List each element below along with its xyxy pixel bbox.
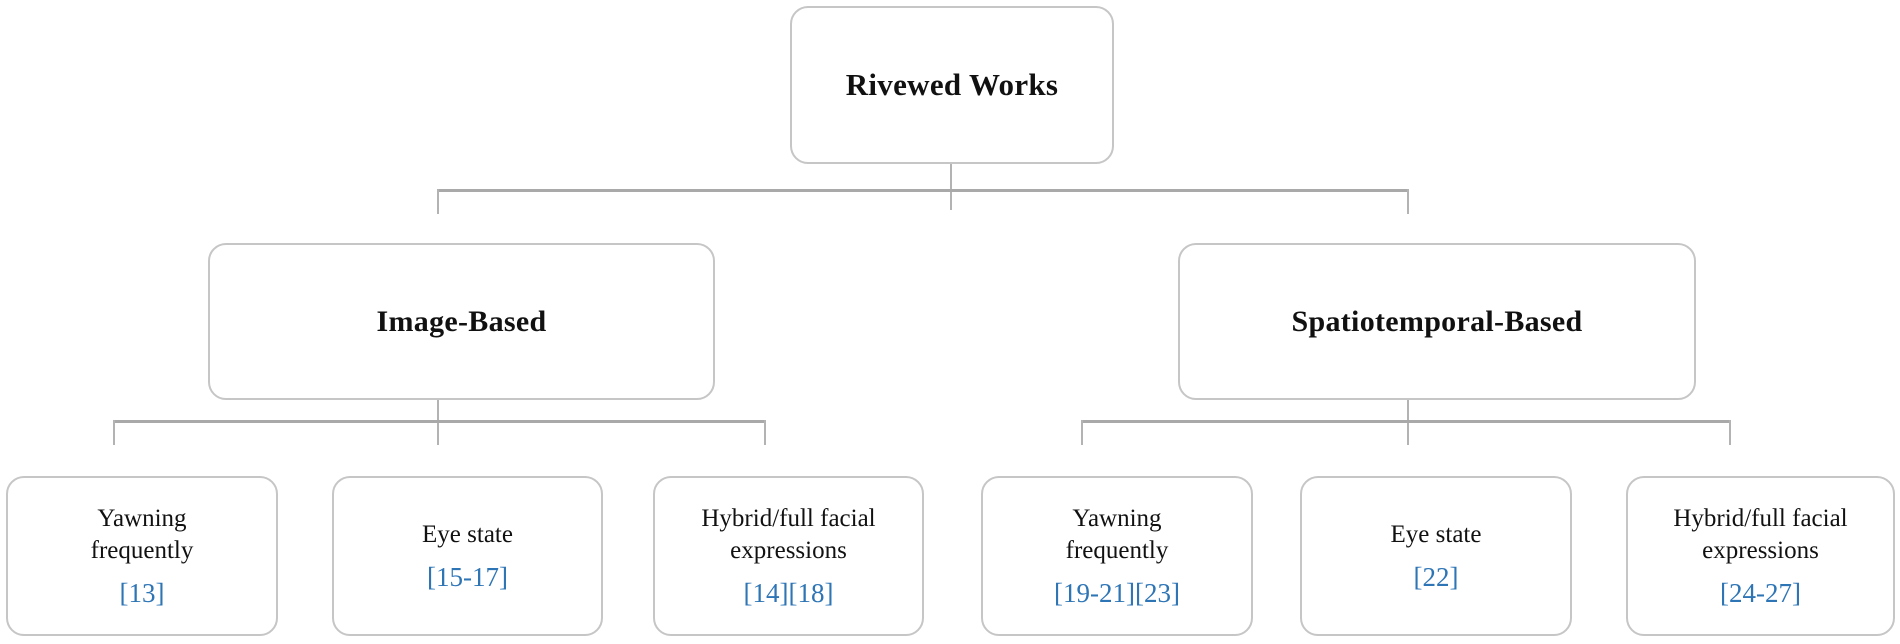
node-spatio-eye-state-label: Eye state bbox=[1390, 520, 1482, 548]
node-spatiotemporal-based-label: Spatiotemporal-Based bbox=[1291, 304, 1583, 338]
node-reviewed-works: Rivewed Works bbox=[790, 6, 1114, 164]
citation-image-yawning: [13] bbox=[119, 577, 165, 608]
citation-spatio-eye-state: [22] bbox=[1413, 562, 1459, 593]
node-image-based: Image-Based bbox=[208, 243, 715, 400]
connector-drop-image-hybrid bbox=[764, 420, 766, 445]
connector-level1-horizontal bbox=[437, 189, 1409, 192]
node-spatio-yawning-label: Yawning frequently bbox=[1065, 505, 1169, 564]
node-reviewed-works-label: Rivewed Works bbox=[845, 67, 1059, 102]
connector-drop-image-based bbox=[437, 189, 439, 214]
citation-spatio-hybrid-facial: [24-27] bbox=[1720, 577, 1801, 608]
node-image-eye-state-label: Eye state bbox=[422, 520, 513, 548]
node-image-yawning-frequently: Yawning frequently [13] bbox=[6, 476, 278, 636]
node-spatio-hybrid-facial-label: Hybrid/full facial expressions bbox=[1673, 505, 1848, 564]
node-image-yawning-label: Yawning frequently bbox=[90, 505, 194, 564]
citation-spatio-yawning: [19-21][23] bbox=[1054, 577, 1180, 608]
node-image-hybrid-facial-label: Hybrid/full facial expressions bbox=[701, 505, 876, 564]
connector-image-children-horizontal bbox=[113, 420, 766, 423]
connector-drop-spatio-hybrid bbox=[1729, 420, 1731, 445]
node-image-eye-state: Eye state [15-17] bbox=[332, 476, 603, 636]
node-spatiotemporal-based: Spatiotemporal-Based bbox=[1178, 243, 1696, 400]
connector-drop-image-yawning bbox=[113, 420, 115, 445]
node-spatio-yawning-frequently: Yawning frequently [19-21][23] bbox=[981, 476, 1253, 636]
connector-root-stem bbox=[950, 164, 952, 210]
connector-drop-spatio-yawning bbox=[1081, 420, 1083, 445]
connector-spatio-children-horizontal bbox=[1081, 420, 1731, 423]
connector-drop-spatiotemporal bbox=[1407, 189, 1409, 214]
citation-image-eye-state: [15-17] bbox=[427, 562, 508, 593]
node-image-based-label: Image-Based bbox=[376, 304, 547, 338]
node-spatio-eye-state: Eye state [22] bbox=[1300, 476, 1572, 636]
node-spatio-hybrid-facial: Hybrid/full facial expressions [24-27] bbox=[1626, 476, 1895, 636]
citation-image-hybrid-facial: [14][18] bbox=[743, 577, 834, 608]
node-image-hybrid-facial: Hybrid/full facial expressions [14][18] bbox=[653, 476, 924, 636]
